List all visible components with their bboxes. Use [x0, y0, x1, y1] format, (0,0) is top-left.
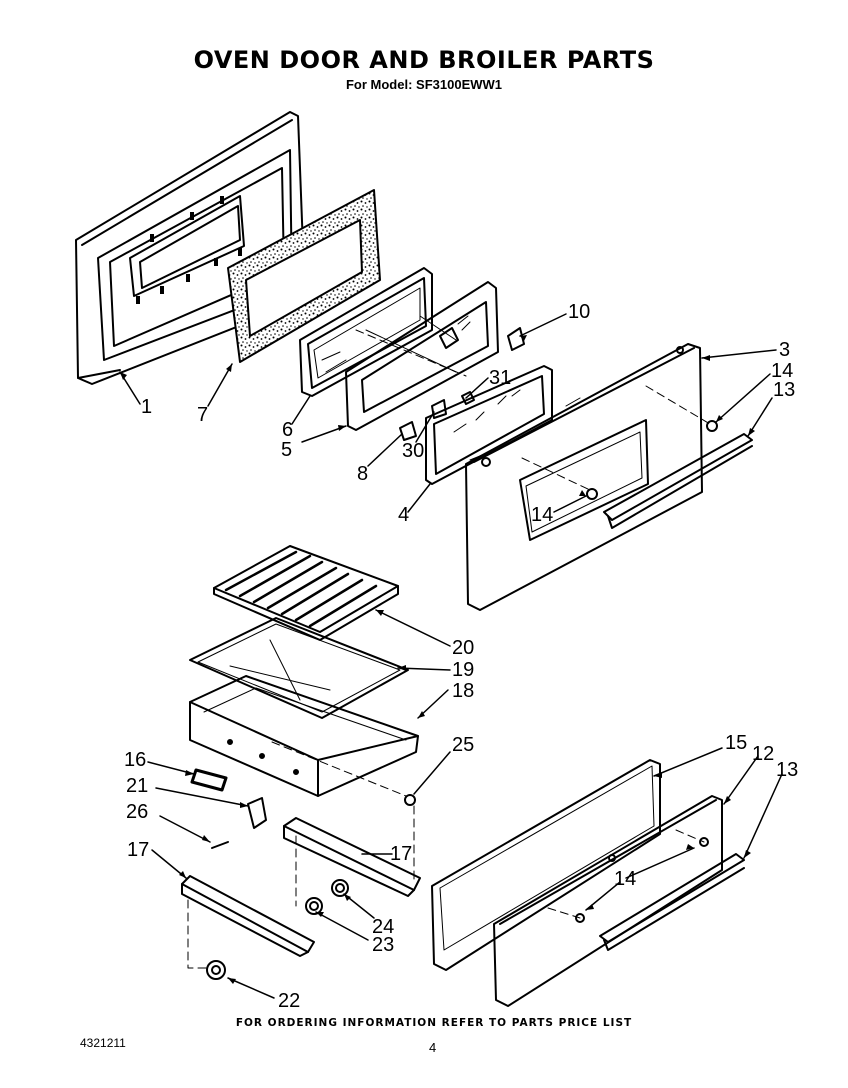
callout-label: 17 [127, 839, 150, 861]
callout-label: 1 [141, 396, 153, 418]
broiler-door-inner-panel-part [431, 759, 661, 971]
callout-label: 22 [278, 990, 301, 1012]
broiler-door-outer-panel-part [493, 795, 723, 1007]
page-number: 4 [429, 1040, 437, 1055]
model-subtitle: For Model: SF3100EWW1 [345, 77, 503, 92]
callout-label: 20 [452, 637, 475, 659]
assembly-lines [187, 329, 711, 969]
door-insulation-part [227, 189, 381, 363]
glass-retainer-frame-part [345, 281, 499, 431]
leader-arrowheads [120, 335, 755, 984]
document-number: 4321211 [80, 1036, 126, 1050]
broiler-pan-insert-part [189, 617, 409, 719]
callout-label: 16 [124, 749, 147, 771]
broiler-grid-part [213, 545, 399, 641]
callout-label: 19 [452, 659, 475, 681]
callout-label: 18 [452, 680, 475, 702]
callout-label: 14 [531, 504, 554, 526]
callout-label: 25 [452, 734, 475, 756]
callout-label: 13 [773, 379, 796, 401]
broiler-pan-part [189, 675, 419, 797]
handle-spacer-parts [586, 420, 718, 500]
broiler-rail-parts [181, 817, 421, 957]
ordering-info-note: FOR ORDERING INFORMATION REFER TO PARTS … [235, 1017, 633, 1029]
callout-label: 26 [126, 801, 149, 823]
broiler-hardware-parts [190, 768, 416, 849]
callout-label: 3 [779, 339, 791, 361]
callout-label: 13 [776, 759, 799, 781]
door-handle-part [603, 433, 753, 529]
callout-label: 31 [489, 367, 512, 389]
callout-label: 4 [398, 504, 410, 526]
broiler-door-handle-part [599, 853, 745, 951]
callout-label: 12 [752, 743, 775, 765]
callout-label: 21 [126, 775, 149, 797]
callout-label: 7 [197, 404, 209, 426]
inner-glass-part [299, 267, 433, 397]
leader-lines [119, 313, 783, 999]
callout-label: 6 [282, 419, 294, 441]
outer-door-panel-part [465, 343, 703, 611]
callout-label: 5 [281, 439, 293, 461]
callout-label: 14 [614, 868, 637, 890]
callout-label: 23 [372, 934, 395, 956]
callout-label: 30 [402, 440, 425, 462]
outer-glass-part [425, 365, 553, 485]
callout-label: 8 [357, 463, 369, 485]
callout-label: 24 [372, 916, 395, 938]
page-title: OVEN DOOR AND BROILER PARTS [193, 46, 655, 74]
callout-label: 10 [568, 301, 591, 323]
callout-label: 17 [390, 843, 413, 865]
roller-parts [206, 879, 349, 980]
callout-label: 14 [771, 360, 794, 382]
callout-label: 15 [725, 732, 748, 754]
